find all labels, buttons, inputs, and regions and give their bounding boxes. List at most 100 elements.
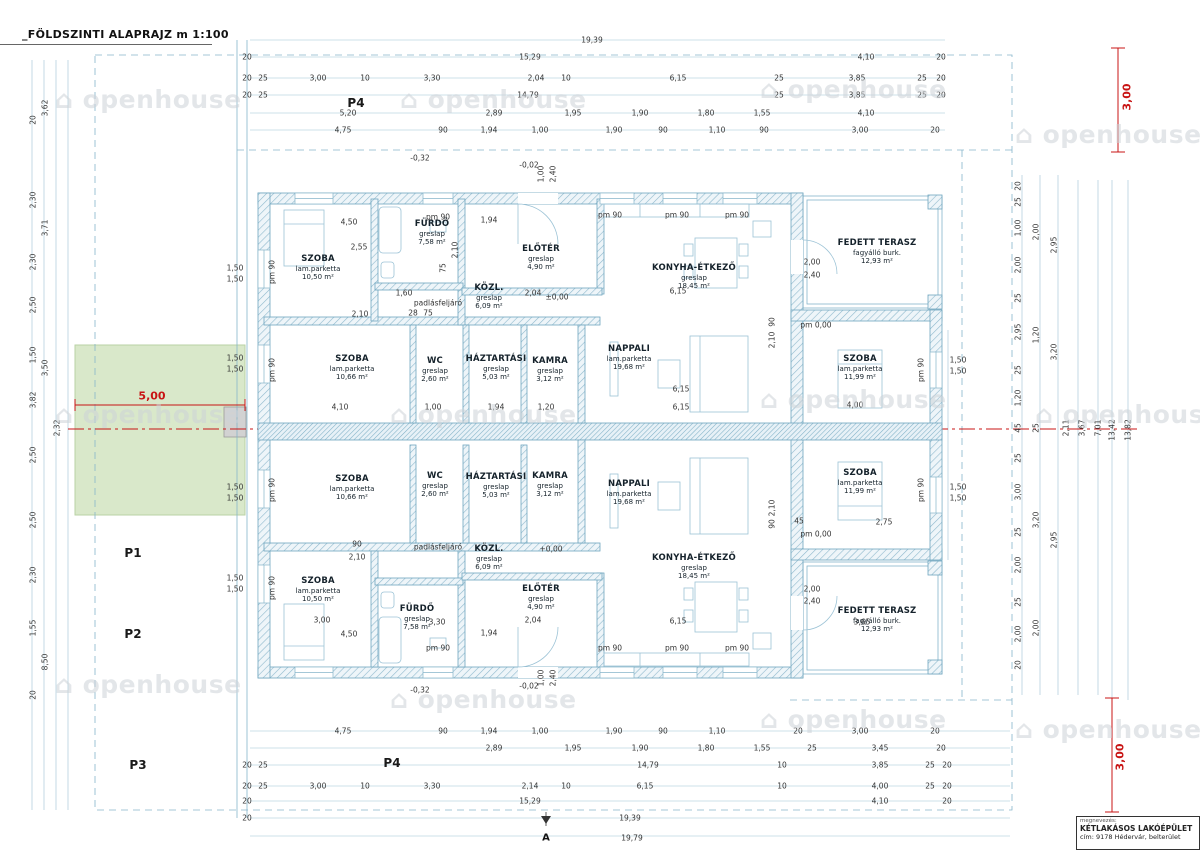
dimension-label: 3,30 (423, 73, 441, 83)
watermark: ⌂ openhouse (55, 400, 242, 429)
dimension-label: 1,94 (480, 215, 498, 225)
dimension-label: 28 (408, 308, 418, 318)
dimension-label: 2,95 (1013, 323, 1023, 341)
dimension-label: pm 90 (267, 260, 277, 284)
dimension-label: 20 (242, 760, 252, 770)
building-name: KÉTLAKÁSOS LAKÓÉPÜLET (1080, 824, 1193, 833)
dimension-label: 3,85 (871, 760, 889, 770)
dimension-label: 25 (1013, 597, 1023, 607)
plot-label: P1 (124, 546, 142, 560)
dimension-label: ±0,00 (545, 292, 569, 302)
dimension-label: 6,15 (672, 384, 690, 394)
title-underline (0, 44, 212, 45)
dimension-label: 2,04 (527, 73, 545, 83)
dimension-label: 20 (942, 796, 952, 806)
dimension-label: 10 (777, 781, 787, 791)
dimension-label: pm 0,00 (800, 529, 832, 539)
dimension-chain-lines (31, 39, 1129, 837)
watermark: ⌂ openhouse (1015, 120, 1200, 149)
dimension-label: 25 (917, 90, 927, 100)
dimension-label: 20 (936, 743, 946, 753)
dimension-label: 45 (794, 516, 804, 526)
dimension-label: 1,60 (395, 288, 413, 298)
dimension-label: 20 (242, 52, 252, 62)
dimension-label: 4,00 (846, 400, 864, 410)
dimension-label: 20 (930, 726, 940, 736)
dimension-label: 20 (242, 781, 252, 791)
dimension-label: 4,10 (857, 52, 875, 62)
dimension-label: 2,10 (348, 552, 366, 562)
dimension-label: 2,50 (28, 511, 38, 529)
dimension-label: 2,04 (524, 615, 542, 625)
dimension-label: 25 (258, 90, 268, 100)
dimension-label: pm 90 (267, 478, 277, 502)
watermark: ⌂ openhouse (390, 400, 577, 429)
dimension-label: 1,80 (697, 108, 715, 118)
landscape (74, 344, 247, 516)
dimension-label: 3,85 (848, 90, 866, 100)
title-block: megnevezés: KÉTLAKÁSOS LAKÓÉPÜLET cím: 9… (1076, 816, 1200, 850)
dimension-label: 4,10 (871, 796, 889, 806)
red-dimension-label: 3,00 (1113, 743, 1127, 771)
dimension-label: 1,20 (1013, 389, 1023, 407)
section-marker (541, 812, 551, 826)
dimension-label: 2,00 (1031, 619, 1041, 637)
dimension-label: 2,40 (803, 596, 821, 606)
dimension-label: 1,50 (28, 346, 38, 364)
dimension-label: 25 (1013, 293, 1023, 303)
dimension-label: 1,10 (708, 726, 726, 736)
dimension-label: pm 90 (426, 643, 450, 653)
dimension-label: -0,32 (410, 685, 430, 695)
dimension-label: 1,90 (631, 743, 649, 753)
dimension-label: 20 (1013, 660, 1023, 670)
dimension-label: 1,50 (226, 573, 244, 583)
dimension-label: 19,39 (581, 35, 603, 45)
dimension-label: 2,40 (548, 669, 558, 687)
dimension-label: 8,50 (40, 653, 50, 671)
dimension-label: 20 (936, 90, 946, 100)
dimension-label: 90 (767, 317, 777, 327)
dimension-label: 1,55 (753, 743, 771, 753)
dimension-label: 90 (759, 125, 769, 135)
dimension-label: 90 (438, 125, 448, 135)
dimension-label: 3,00 (1013, 483, 1023, 501)
dimension-label: 2,95 (1049, 236, 1059, 254)
plot-label: P3 (129, 758, 147, 772)
dimension-label: 10 (360, 781, 370, 791)
dimension-label: -0,32 (410, 153, 430, 163)
dimension-label: 25 (1013, 453, 1023, 463)
dimension-label: 1,50 (949, 493, 967, 503)
dimension-label: 4,75 (334, 125, 352, 135)
dimension-label: 1,50 (949, 482, 967, 492)
dimension-label: 25 (258, 760, 268, 770)
dimension-label: 20 (930, 125, 940, 135)
dimension-label: 4,75 (334, 726, 352, 736)
dimension-label: 1,20 (537, 402, 555, 412)
dimension-label: 20 (242, 90, 252, 100)
dimension-label: 3,45 (871, 743, 889, 753)
dimension-label: 3,65 (853, 617, 871, 627)
dimension-label: 3,00 (309, 781, 327, 791)
dimension-label: 1,94 (480, 726, 498, 736)
dimension-label: 4,50 (340, 217, 358, 227)
dimension-label: 20 (936, 52, 946, 62)
dimension-label: 2,00 (1013, 256, 1023, 274)
dimension-label: 19,79 (621, 833, 643, 843)
dimension-label: 2,30 (28, 566, 38, 584)
dimension-label: 25 (774, 73, 784, 83)
dimension-label: padlásfeljáró (413, 298, 463, 308)
dimension-label: 3,50 (40, 359, 50, 377)
dimension-label: 25 (807, 743, 817, 753)
dimension-label: 20 (942, 781, 952, 791)
dimension-label: pm 90 (916, 478, 926, 502)
dimension-label: 25 (925, 781, 935, 791)
dimension-label: 2,30 (28, 191, 38, 209)
watermark: ⌂ openhouse (1035, 400, 1200, 429)
